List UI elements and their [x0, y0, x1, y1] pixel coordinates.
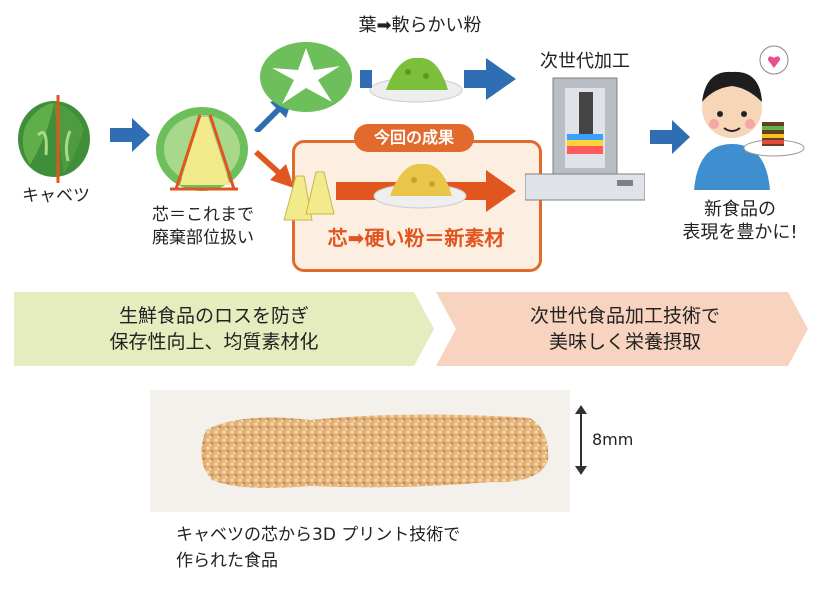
scale-label: 8mm [592, 430, 634, 449]
cabbage-illustration [8, 95, 104, 185]
banner-right [436, 292, 808, 366]
result-label: 芯➡硬い粉＝新素材 [327, 226, 505, 250]
arrow-down-right-icon [252, 150, 296, 190]
cabbage-label: キャベツ [22, 186, 90, 206]
printer-label: 次世代加工 [540, 51, 630, 72]
arrow-right-long-icon [360, 58, 516, 100]
arrow-right-icon [110, 118, 150, 152]
person-with-food-icon [688, 40, 808, 190]
scale-arrow-icon [574, 404, 588, 476]
core-label: 芯＝これまで 廃棄部位扱い [152, 205, 254, 248]
banner-left-text: 生鮮食品のロスを防ぎ 保存性向上、均質素材化 [109, 305, 319, 353]
3d-printer-icon [525, 74, 645, 204]
yellow-powder-plate [372, 156, 468, 212]
cabbage-leaf-icon [258, 40, 354, 114]
food-label: 新食品の 表現を豊かに! [682, 199, 798, 243]
banner-right-text: 次世代食品加工技術で 美味しく栄養摂取 [529, 305, 720, 353]
core-pieces-icon [282, 168, 338, 222]
banner-left [14, 292, 434, 366]
cabbage-cross-section [152, 105, 252, 201]
printed-food-photo [150, 390, 570, 512]
photo-caption: キャベツの芯から3D プリント技術で 作られた食品 [176, 525, 461, 571]
leaf-label: 葉➡軟らかい粉 [358, 15, 482, 36]
arrow-right-icon-2 [650, 120, 690, 154]
green-powder-plate [368, 50, 464, 106]
result-badge: 今回の成果 [354, 124, 474, 152]
